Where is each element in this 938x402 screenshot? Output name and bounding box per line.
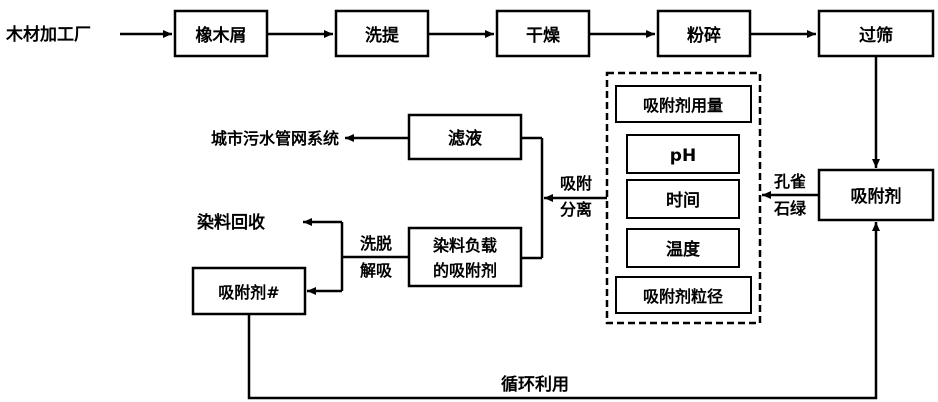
process-step-label: 过筛 [859, 25, 893, 46]
modifier-label-line2: 石绿 [773, 199, 807, 218]
loaded-adsorbent-box [407, 226, 523, 288]
desorption-label-line2: 解吸 [360, 261, 393, 280]
dye-recovery-label: 染料回收 [197, 212, 265, 233]
modifier-label-line1: 孔雀 [774, 172, 806, 191]
separation-label-line2: 分离 [560, 200, 592, 219]
sewer-label: 城市污水管网系统 [211, 129, 339, 148]
loaded-adsorbent-label-line2: 的吸附剂 [433, 261, 497, 280]
factor-temperature-label: 温度 [666, 239, 701, 260]
source-label: 木材加工厂 [5, 24, 91, 45]
filtrate-box [407, 113, 523, 161]
factor-particle-size-label: 吸附剂粒径 [643, 287, 723, 306]
process-step-label: 橡木屑 [196, 25, 247, 46]
recycle-loop-line [247, 222, 880, 400]
process-step-label: 干燥 [526, 26, 561, 46]
factor-time-label: 时间 [666, 190, 700, 211]
adsorbent-box [817, 168, 935, 222]
factor-ph-label: pH [670, 146, 696, 166]
adsorbent-label: 吸附剂 [851, 186, 902, 207]
process-step-label: 粉碎 [687, 25, 721, 46]
separation-label-line1: 吸附 [560, 174, 592, 193]
factor-box [626, 228, 740, 268]
process-step-box [495, 9, 591, 58]
process-step-box [656, 9, 752, 58]
desorption-label-line1: 洗脱 [360, 234, 392, 253]
factor-box [626, 179, 740, 219]
factors-panel [605, 71, 762, 325]
factor-dosage-box [615, 85, 752, 123]
factor-box [626, 134, 740, 174]
loaded-adsorbent-label-line1: 染料负载 [432, 236, 497, 255]
process-step-box [817, 9, 935, 58]
filtrate-label: 滤液 [448, 128, 482, 149]
process-step-label: 洗提 [365, 25, 400, 46]
factor-dosage-label: 吸附剂用量 [643, 96, 723, 115]
recycle-label: 循环利用 [501, 374, 569, 395]
factor-particle-size-box [615, 276, 752, 314]
regenerated-adsorbent-label: 吸附剂# [218, 283, 279, 302]
